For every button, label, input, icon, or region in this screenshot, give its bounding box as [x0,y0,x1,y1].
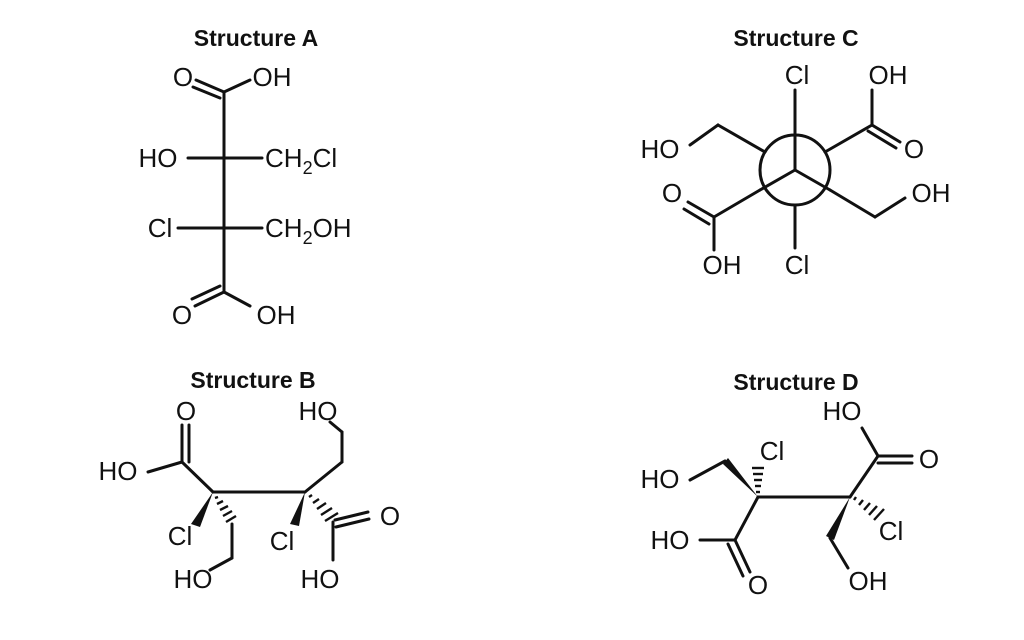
structure-b-title: Structure B [190,367,315,393]
structure-a-bottom-o: O [172,300,192,330]
structure-d-cl-top: Cl [760,436,785,466]
structure-c-cl-top: Cl [785,60,810,90]
structure-c: Structure C Cl Cl HO OH O O OH OH [641,25,951,280]
structure-b-hash-1 [214,495,237,524]
structure-c-title: Structure C [733,25,858,51]
structure-d: Structure D HO Cl HO O HO O [641,369,940,600]
structure-d-hash-1 [752,466,764,494]
structure-d-cl-right: Cl [879,516,904,546]
structure-b-ho-top: HO [299,396,338,426]
structure-c-o-left: O [662,178,682,208]
structure-a-title: Structure A [194,25,318,51]
structure-b: Structure B O HO Cl HO HO Cl [99,367,401,594]
structure-b-o-top: O [176,396,196,426]
structure-b-cl-right: Cl [270,526,295,556]
structure-a-ho: HO [139,143,178,173]
structure-b-ho-left: HO [99,456,138,486]
structure-c-cl-bottom: Cl [785,250,810,280]
structure-a-top-oh: OH [253,62,292,92]
structure-a-bottom-oh: OH [257,300,296,330]
structure-a-ch2cl: CH2Cl [265,143,337,178]
structure-a-cl: Cl [148,213,173,243]
structure-a-top-o: O [173,62,193,92]
structure-b-ho-bottom-right: HO [301,564,340,594]
structure-a-ch2oh: CH2OH [265,213,352,248]
structure-a: Structure A O OH HO CH2Cl Cl CH2OH O OH [139,25,352,330]
structure-b-hash-2 [308,494,339,523]
structure-b-ho-bottom: HO [174,564,213,594]
structure-c-o-right: O [904,134,924,164]
structure-c-oh-top: OH [869,60,908,90]
structure-c-ho-left: HO [641,134,680,164]
structure-d-o-bottom: O [748,570,768,600]
structure-d-oh-bottom: OH [849,566,888,596]
structure-d-ho-top: HO [823,396,862,426]
structure-c-oh-right: OH [912,178,951,208]
structure-b-o-right: O [380,501,400,531]
structure-b-cl-left: Cl [168,521,193,551]
structure-d-ho-left: HO [641,464,680,494]
structure-d-hash-2 [853,496,885,521]
structure-d-title: Structure D [733,369,858,395]
structure-d-ho-bottom-left: HO [651,525,690,555]
structure-d-o-right: O [919,444,939,474]
structure-c-oh-bottom: OH [703,250,742,280]
